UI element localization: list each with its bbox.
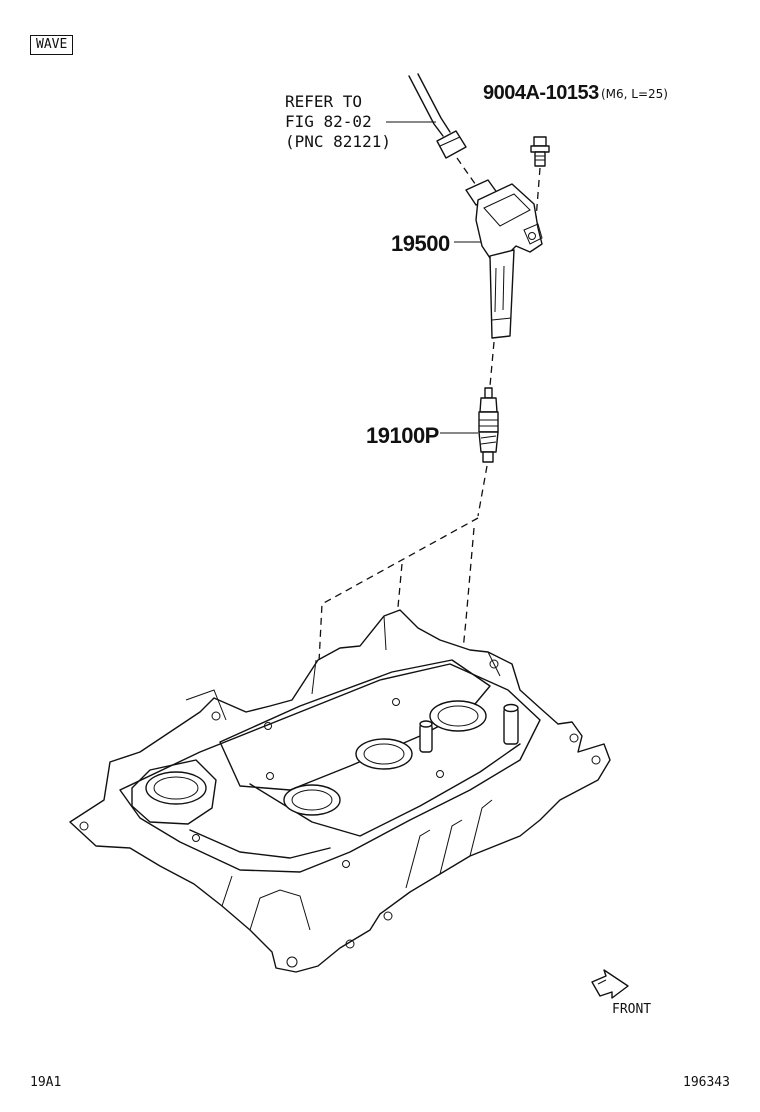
wire-harness-connector: [408, 73, 479, 189]
illustration-number: 196343: [683, 1075, 730, 1090]
bolt-part-number[interactable]: 9004A-10153: [483, 82, 599, 104]
front-arrow-icon: [591, 969, 629, 999]
reference-line-1: REFER TO: [285, 92, 363, 111]
figure-code: 19A1: [30, 1075, 62, 1090]
ignition-coil-part-number[interactable]: 19500: [391, 231, 450, 256]
front-direction-label: FRONT: [612, 1002, 652, 1017]
leader-lines: [386, 121, 486, 434]
ignition-coil: [465, 179, 543, 387]
bolt-spec: (M6, L=25): [601, 87, 668, 101]
reference-line-3: (PNC 82121): [285, 132, 391, 151]
reference-line-2: FIG 82-02: [285, 112, 372, 131]
diagram-tag: WAVE: [30, 35, 74, 55]
spark-plug-part-number[interactable]: 19100P: [366, 423, 439, 448]
spark-plug: [477, 387, 499, 517]
cylinder-head-cover: [69, 609, 611, 973]
